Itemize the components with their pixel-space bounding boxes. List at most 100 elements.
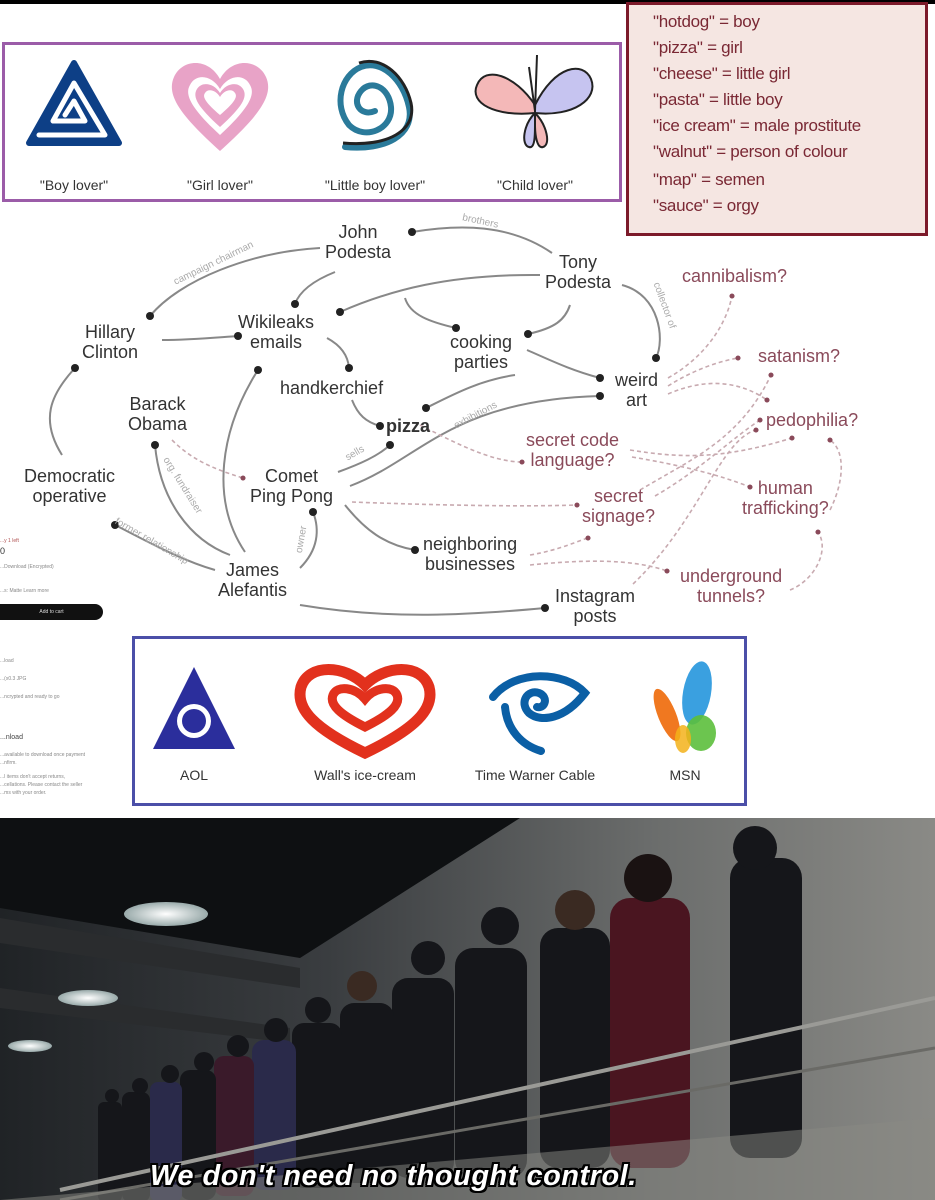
edge-tony-weirdart [621,284,661,362]
node-neighboring-businesses: neighboring businesses [423,534,518,574]
legend-entry: "hotdog" = boy [653,12,760,31]
edge-cooking-pizza [422,374,516,412]
info-text: ...nfirm. [0,760,17,766]
node-pedophilia: pedophilia? [766,410,859,430]
node-weird-art: weird art [615,370,659,410]
price-text: 0 [0,546,6,556]
edge-tony-john [408,226,553,254]
node-tony-podesta: Tony Podesta [545,252,612,292]
edge-secretcode-human [631,456,753,490]
edge-comet-signage [351,501,580,508]
legend-entry: "pizza" = girl [653,38,743,57]
edge-signage-satanism [639,372,774,491]
format-text: ...Download (Encrypted) [0,564,54,570]
students-row [98,826,802,1200]
solid-edges [48,226,661,616]
legend-entry: "cheese" = little girl [653,64,791,83]
node-human-trafficking: human trafficking? [742,478,829,518]
brand-time-warner: Time Warner Cable [465,659,605,799]
shop-sidebar-fragment: ...y 1 left 0 ...Download (Encrypted) ..… [0,530,105,810]
legend-entry: "ice cream" = male prostitute [653,116,861,135]
edge-john-hillary [146,247,321,320]
edge-james-wikileaks [222,366,262,553]
ceiling-lamp [124,902,208,926]
code-word-legend: "hotdog" = boy "pizza" = girl "cheese" =… [626,2,928,236]
edge-james-comet [299,508,318,569]
node-instagram-posts: Instagram posts [555,586,636,626]
info-text: ...(x0.3 JPG [0,676,27,682]
brand-label: Time Warner Cable [474,767,596,783]
edge-hillary-wikileaks [161,332,242,341]
butterfly-icon [474,54,594,149]
info-text: ...ncrypted and ready to go [0,694,60,700]
edge-pizza-secretcode [419,424,525,465]
node-democratic-operative: Democratic operative [24,466,116,506]
node-secret-signage: secret signage? [582,486,656,526]
edge-james-democratic [111,521,216,571]
edge-wikileaks-handkerchief [326,337,353,372]
ceiling-lamp [8,1040,52,1052]
aol-logo-icon [153,667,235,749]
edge-cooking-weirdart [526,349,604,382]
info-text: ...ms with your order. [0,790,47,796]
edge-comet-weirdart [349,392,604,487]
node-barack-obama: Barack Obama [128,394,188,434]
edge-signage-pedophilia [654,417,763,497]
brand-walls: Wall's ice-cream [285,659,445,799]
node-satanism: satanism? [758,346,841,366]
info-text: ...l items don't accept returns, [0,774,66,780]
edge-comet-neighboring [344,504,419,554]
add-to-cart-button[interactable]: Add to cart [0,604,103,620]
edge-comet-pizza [337,441,394,473]
symbol-little-boy-lover: "Little boy lover" [305,55,445,195]
brand-aol: AOL [149,659,239,799]
node-hillary-clinton: Hillary Clinton [82,322,139,362]
node-john-podesta: John Podesta [325,222,392,262]
spiral-triangle-icon [26,60,122,146]
info-text: ...load [0,658,14,664]
symbol-label: "Little boy lover" [324,177,426,193]
dashed-edges [171,293,843,591]
symbol-label: "Child lover" [496,177,574,193]
edge-obama-comet [171,439,246,481]
node-pizza: pizza [386,416,431,436]
spiral-heart-icon [337,59,414,151]
edge-james-obama [151,441,231,556]
symbol-label: "Girl lover" [187,177,253,193]
node-secret-code-language: secret code language? [526,430,620,470]
double-heart-icon [171,63,269,151]
node-underground-tunnels: underground tunnels? [680,566,783,606]
node-cannibalism: cannibalism? [682,266,788,286]
stock-text: ...y 1 left [0,538,19,544]
edge-john-wikileaks [291,271,336,308]
legend-entry: "walnut" = person of colour [653,142,848,161]
node-handkerchief: handkerchief [280,378,384,398]
brand-label: Wall's ice-cream [314,767,416,783]
msn-butterfly-logo-icon [653,661,716,753]
brand-label: AOL [179,767,208,783]
symbols-panel: "Boy lover" "Girl lover" "Little boy lov… [2,42,622,202]
edge-neighboring-signage [529,535,591,556]
conspiracy-graph-edges [48,226,843,616]
edge-weirdart-satanism [667,355,741,387]
time-warner-eye-logo-icon [489,672,591,755]
node-cooking-parties: cooking parties [450,332,513,372]
edge-democratic-hillary [48,364,79,456]
symbol-boy-lover: "Boy lover" [19,55,129,195]
legend-entry: "sauce" = orgy [653,196,759,215]
edge-neighboring-tunnels [529,560,670,574]
legend-entry: "map" = semen [653,170,765,189]
film-still-scene [0,818,935,1200]
node-james-alefantis: James Alefantis [218,560,288,600]
edge-tunnels-human [789,529,823,591]
edge-secretcode-pedophilia [629,435,795,457]
edge-tony-cooking [524,304,571,338]
node-wikileaks-emails: Wikileaks emails [238,312,315,352]
handrail [59,996,935,1192]
edge-john-cooking [404,297,460,332]
edge-human-pedophilia [827,437,843,511]
symbol-label: "Boy lover" [39,177,109,193]
node-comet-ping-pong: Comet Ping Pong [250,466,334,506]
edge-tony-wikileaks [336,273,541,316]
legend-entry: "pasta" = little boy [653,90,783,109]
